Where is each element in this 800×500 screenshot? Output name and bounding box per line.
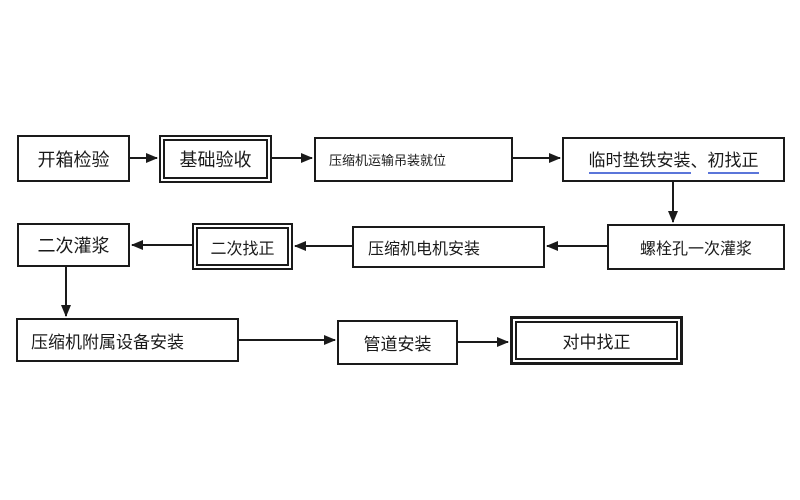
underlined-segment: 临时垫铁安装 — [588, 146, 691, 174]
node-label: 开箱检验 — [37, 149, 110, 170]
node-compressor-transport-hoisting: 压缩机运输吊装就位 — [314, 137, 513, 182]
node-compressor-motor-installation: 压缩机电机安装 — [352, 226, 545, 268]
node-piping-installation: 管道安装 — [337, 320, 458, 365]
node-label: 管道安装 — [363, 335, 432, 354]
node-secondary-alignment: 二次找正 — [192, 223, 293, 270]
node-auxiliary-equipment-installation: 压缩机附属设备安装 — [16, 318, 239, 362]
node-centering-alignment: 对中找正 — [510, 316, 683, 365]
node-label: 螺栓孔一次灌浆 — [639, 241, 752, 258]
node-bolt-hole-first-grouting: 螺栓孔一次灌浆 — [607, 224, 785, 270]
node-label: 压缩机运输吊装就位 — [329, 153, 447, 168]
node-unpacking-inspection: 开箱检验 — [17, 135, 130, 182]
node-secondary-grouting: 二次灌浆 — [17, 223, 130, 267]
node-foundation-acceptance: 基础验收 — [159, 135, 272, 183]
node-inner-border: 基础验收 — [163, 139, 268, 179]
node-inner-border: 对中找正 — [515, 321, 678, 360]
node-label: 压缩机电机安装 — [368, 241, 481, 258]
node-label: 对中找正 — [562, 333, 631, 352]
node-label: 二次找正 — [210, 240, 275, 258]
node-label: 压缩机附属设备安装 — [31, 332, 184, 352]
node-label: 二次灌浆 — [37, 236, 110, 256]
underlined-segment: 初找正 — [707, 146, 759, 174]
node-temporary-shim-initial-alignment: 临时垫铁安装、初找正 — [562, 137, 785, 182]
separator: 、 — [690, 152, 708, 171]
node-label: 基础验收 — [179, 150, 252, 170]
node-inner-border: 二次找正 — [196, 227, 289, 266]
